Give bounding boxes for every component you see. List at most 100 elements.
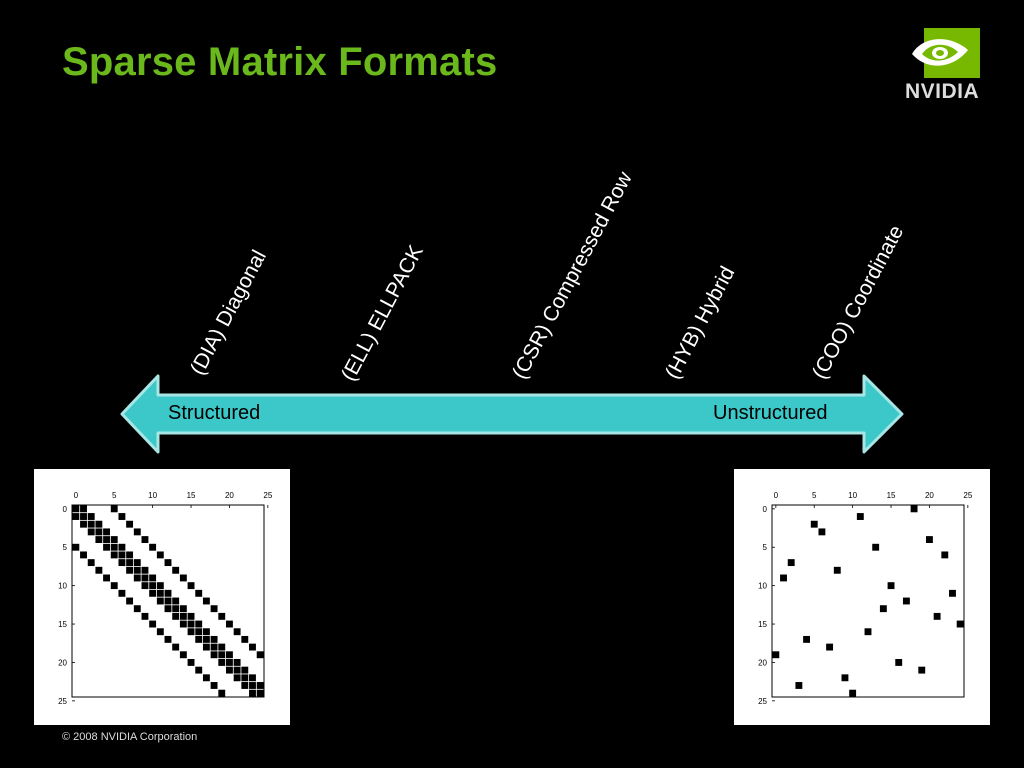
structured-nonzero bbox=[95, 520, 103, 528]
structured-ytick: 15 bbox=[58, 620, 67, 629]
unstructured-ytick: 15 bbox=[758, 620, 767, 629]
unstructured-nonzero bbox=[780, 574, 787, 582]
structured-nonzero bbox=[218, 643, 226, 651]
unstructured-ytick: 5 bbox=[763, 543, 768, 552]
unstructured-nonzero bbox=[787, 559, 795, 567]
unstructured-nonzero bbox=[902, 597, 910, 605]
structured-nonzero bbox=[164, 635, 172, 643]
structured-nonzero bbox=[72, 513, 80, 520]
structured-nonzero bbox=[195, 620, 203, 628]
structured-nonzero bbox=[118, 513, 126, 520]
structured-nonzero bbox=[164, 605, 172, 613]
structured-nonzero bbox=[141, 582, 149, 590]
structured-nonzero bbox=[133, 605, 141, 613]
unstructured-xtick: 20 bbox=[925, 491, 934, 500]
unstructured-ytick: 25 bbox=[758, 697, 767, 706]
structured-nonzero bbox=[226, 666, 233, 674]
structured-nonzero bbox=[172, 643, 180, 651]
structured-nonzero bbox=[179, 620, 187, 628]
structured-nonzero bbox=[187, 582, 195, 590]
unstructured-nonzero bbox=[918, 666, 926, 674]
unstructured-frame bbox=[771, 504, 965, 698]
structured-nonzero bbox=[164, 597, 172, 605]
structured-nonzero bbox=[156, 582, 164, 590]
structured-nonzero bbox=[156, 628, 164, 636]
structured-nonzero bbox=[95, 566, 103, 574]
structured-nonzero bbox=[195, 635, 203, 643]
structured-nonzero bbox=[126, 559, 134, 567]
structured-nonzero bbox=[80, 505, 87, 513]
unstructured-nonzero bbox=[872, 543, 880, 551]
structured-nonzero bbox=[118, 551, 126, 559]
structured-nonzero bbox=[87, 520, 95, 528]
unstructured-xtick: 10 bbox=[848, 491, 857, 500]
structured-nonzero bbox=[156, 597, 164, 605]
structured-nonzero bbox=[110, 551, 118, 559]
unstructured-nonzero bbox=[826, 643, 834, 651]
structured-nonzero bbox=[110, 505, 118, 513]
structured-nonzero bbox=[210, 643, 218, 651]
structured-xtick: 5 bbox=[112, 491, 117, 500]
structured-nonzero bbox=[233, 666, 241, 674]
structured-nonzero bbox=[195, 628, 203, 636]
structured-nonzero bbox=[249, 689, 256, 697]
unstructured-xtick: 5 bbox=[812, 491, 817, 500]
structured-nonzero bbox=[110, 543, 118, 551]
unstructured-nonzero bbox=[864, 628, 872, 636]
structured-nonzero bbox=[133, 528, 141, 536]
structured-label: Structured bbox=[168, 402, 261, 424]
structured-ytick: 5 bbox=[63, 543, 68, 552]
nvidia-wordmark: NVIDIA bbox=[905, 80, 980, 103]
nvidia-eye-icon bbox=[912, 28, 980, 78]
structured-nonzero bbox=[118, 543, 126, 551]
structured-nonzero bbox=[141, 536, 149, 543]
structured-nonzero bbox=[241, 674, 249, 682]
structured-nonzero bbox=[218, 651, 226, 659]
structured-nonzero bbox=[226, 620, 233, 628]
structured-nonzero bbox=[149, 543, 157, 551]
unstructured-nonzero bbox=[856, 513, 864, 520]
structured-nonzero bbox=[256, 651, 264, 659]
structured-nonzero bbox=[241, 635, 249, 643]
structured-nonzero bbox=[202, 635, 210, 643]
structured-nonzero bbox=[202, 597, 210, 605]
structured-nonzero bbox=[164, 559, 172, 567]
format-label-hyb: (HYB) Hybrid bbox=[661, 262, 740, 383]
copyright-footer: © 2008 NVIDIA Corporation bbox=[62, 731, 198, 743]
structured-nonzero bbox=[210, 682, 218, 689]
structured-nonzero bbox=[210, 605, 218, 613]
structured-nonzero bbox=[241, 666, 249, 674]
structured-nonzero bbox=[187, 659, 195, 666]
format-label-dia: (DIA) Diagonal bbox=[186, 246, 271, 379]
structured-nonzero bbox=[179, 605, 187, 613]
structured-ytick: 0 bbox=[63, 505, 68, 514]
structured-nonzero bbox=[80, 551, 87, 559]
structured-nonzero bbox=[172, 612, 180, 620]
structured-nonzero bbox=[133, 559, 141, 567]
structured-nonzero bbox=[103, 528, 110, 536]
structured-nonzero bbox=[202, 674, 210, 682]
structured-nonzero bbox=[87, 513, 95, 520]
structured-nonzero bbox=[187, 628, 195, 636]
structured-nonzero bbox=[110, 582, 118, 590]
structured-nonzero bbox=[233, 628, 241, 636]
structured-nonzero bbox=[249, 674, 256, 682]
unstructured-nonzero bbox=[879, 605, 887, 613]
structured-nonzero bbox=[141, 574, 149, 582]
structured-nonzero bbox=[110, 536, 118, 543]
structured-nonzero bbox=[172, 605, 180, 613]
structured-nonzero bbox=[256, 682, 264, 689]
structured-nonzero bbox=[195, 666, 203, 674]
unstructured-nonzero bbox=[795, 682, 803, 689]
unstructured-nonzero bbox=[818, 528, 826, 536]
structured-nonzero bbox=[210, 635, 218, 643]
unstructured-nonzero bbox=[833, 566, 841, 574]
structured-nonzero bbox=[164, 589, 172, 597]
structured-nonzero bbox=[256, 689, 264, 697]
structured-nonzero bbox=[149, 574, 157, 582]
structured-nonzero bbox=[133, 574, 141, 582]
structured-nonzero bbox=[241, 682, 249, 689]
